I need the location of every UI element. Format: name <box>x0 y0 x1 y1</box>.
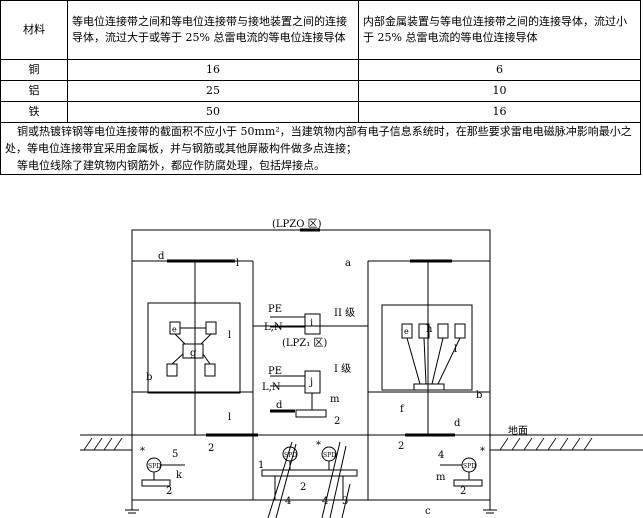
equipment-i <box>304 313 321 335</box>
label-4: 4 <box>438 450 444 461</box>
bonding-bar-f <box>413 383 445 391</box>
label-l: l <box>454 344 457 355</box>
table-row: 铝 25 10 <box>0 80 641 102</box>
row-material: 铁 <box>0 101 68 123</box>
label-l: l <box>236 258 239 269</box>
label-2: 2 <box>300 482 306 493</box>
label-e: e <box>172 325 177 334</box>
materials-table: 材料 等电位连接带之间和等电位连接带与接地装置之间的连接导体，流过大于或等于 2… <box>0 0 641 175</box>
label-m: m <box>330 394 340 405</box>
ln-label: L,N <box>262 382 281 393</box>
label-b: b <box>476 390 482 401</box>
label-c: c <box>425 506 431 517</box>
label-5: 5 <box>172 449 178 460</box>
label-2: 2 <box>166 486 172 497</box>
right-equipment-enclosure <box>381 304 473 391</box>
label-d: d <box>454 418 461 429</box>
note-line-2: 等电位线除了建筑物内钢筋外，都应作防腐处理，包括焊接点。 <box>17 159 325 172</box>
table-row: 铜 16 6 <box>0 59 641 81</box>
label-1: 1 <box>258 460 264 471</box>
label-i: i <box>310 318 313 329</box>
label-k: k <box>176 470 183 481</box>
row-value1: 50 <box>67 101 359 123</box>
spd-label: SPD <box>463 463 476 470</box>
label-2: 2 <box>334 416 340 427</box>
ground-surface-label: 地面 <box>508 424 528 437</box>
table-note-row: 铜或热镀锌钢等电位连接带的截面积不应小于 50mm²，当建筑物内部有电子信息系统… <box>0 122 641 175</box>
label-2: 2 <box>460 486 466 497</box>
row-value2: 10 <box>358 80 641 102</box>
zone-class-i-label: I 级 <box>334 363 351 375</box>
label-4: 4 <box>285 496 291 507</box>
row-value1: 25 <box>67 80 359 102</box>
label-m: m <box>436 472 446 483</box>
note-line-1: 铜或热镀锌钢等电位连接带的截面积不应小于 50mm²，当建筑物内部有电子信息系统… <box>5 125 632 155</box>
pe-label: PE <box>268 304 282 315</box>
star-marker: * <box>480 446 485 457</box>
bonding-diagram: (LPZO 区) II 级 (LPZ₁ 区) I 级 地面 PE L,N PE … <box>80 218 643 518</box>
main-bonding-bar <box>261 469 358 477</box>
star-marker: * <box>316 440 321 451</box>
label-l: l <box>228 412 231 423</box>
label-2: 2 <box>398 441 404 452</box>
label-3: 3 <box>342 496 348 507</box>
label-d: d <box>158 251 165 262</box>
header-col2: 内部金属装置与等电位连接带之间的连接导体，流过小于 25% 总雷电流的等电位连接… <box>358 0 641 60</box>
pe-label: PE <box>268 366 282 377</box>
table-note: 铜或热镀锌钢等电位连接带的截面积不应小于 50mm²，当建筑物内部有电子信息系统… <box>0 122 641 175</box>
header-material: 材料 <box>0 0 68 60</box>
bonding-bar-right <box>453 479 483 487</box>
spd-label: SPD <box>284 452 297 459</box>
label-d: d <box>276 400 283 411</box>
star-marker: * <box>140 446 145 457</box>
label-f: f <box>400 404 405 415</box>
label-l: l <box>228 330 231 341</box>
label-b: b <box>146 372 152 383</box>
row-material: 铝 <box>0 80 68 102</box>
label-2: 2 <box>208 443 214 454</box>
bonding-bar-left <box>141 479 171 487</box>
zone-lpz1-label: (LPZ₁ 区) <box>282 337 327 349</box>
bonding-bar-m-middle <box>295 409 327 418</box>
left-equipment-enclosure <box>147 302 241 394</box>
label-e: e <box>404 327 409 336</box>
table-header-row: 材料 等电位连接带之间和等电位连接带与接地装置之间的连接导体，流过大于或等于 2… <box>0 0 641 60</box>
spd-label: SPD <box>148 463 161 470</box>
table-row: 铁 50 16 <box>0 101 641 123</box>
label-g: g <box>190 348 197 359</box>
row-value1: 16 <box>67 59 359 81</box>
ln-label: L,N <box>264 322 283 333</box>
header-col1: 等电位连接带之间和等电位连接带与接地装置之间的连接导体，流过大于或等于 25% … <box>67 0 359 60</box>
row-material: 铜 <box>0 59 68 81</box>
zone-class-ii-label: II 级 <box>334 307 355 319</box>
label-j: j <box>309 377 313 388</box>
spd-label: SPD <box>323 452 336 459</box>
label-4: 4 <box>322 496 328 507</box>
label-a: a <box>345 258 351 269</box>
label-h: h <box>426 324 433 335</box>
row-value2: 6 <box>358 59 641 81</box>
row-value2: 16 <box>358 101 641 123</box>
zone-lpz0-label: (LPZO 区) <box>272 218 322 230</box>
